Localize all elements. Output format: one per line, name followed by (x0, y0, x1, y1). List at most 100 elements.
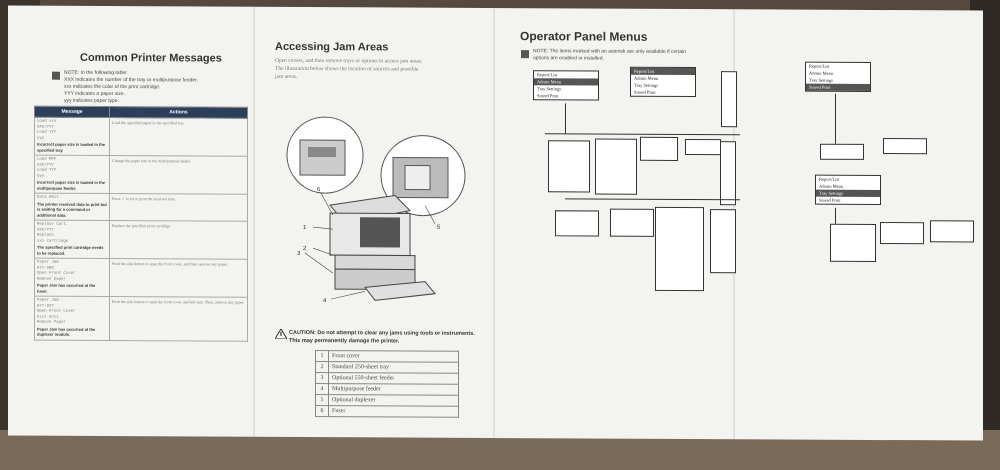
pcl-submenu (655, 206, 704, 292)
connector-line (835, 93, 836, 144)
part-number: 6 (315, 405, 329, 417)
tray1-submenu (880, 222, 924, 245)
intro-text: Open covers, and then remove trays or op… (275, 57, 423, 80)
main-menu: Report/List Admin Menu Tray Settings Sto… (805, 61, 871, 92)
wireless-submenu (595, 138, 637, 195)
part-number: 4 (315, 383, 329, 395)
part-label: Standard 250-sheet tray (328, 361, 459, 374)
part-label: Fuser (328, 405, 459, 418)
main-menu: Report/List Admin Menu Tray Settings Sto… (630, 66, 696, 98)
callout-line (424, 205, 436, 224)
message-description: The specified print cartridge needs to b… (37, 244, 104, 256)
mpf-submenu (830, 223, 876, 262)
callout-5: 5 (437, 225, 441, 231)
note-icon (521, 50, 529, 59)
callout-2: 2 (303, 246, 307, 252)
panel-operator-panel-menus: Operator Panel Menus NOTE: The items mar… (495, 8, 740, 439)
tray2-submenu (930, 220, 974, 243)
note-text: NOTE: The items marked with an asterisk … (533, 48, 687, 62)
callout-line (320, 192, 334, 216)
maintenance-submenu (710, 209, 736, 274)
fuser-detail (299, 139, 346, 176)
proof-print-submenu (883, 138, 927, 155)
action-cell: Press ✓ to force print the received data… (109, 193, 248, 222)
panel-operator-panel-menus-continued: Report/List Admin Menu Tray Settings Sto… (735, 9, 983, 440)
usb-submenu (685, 138, 721, 156)
menu-item-stored-print[interactable]: Stored Print (537, 93, 559, 99)
fuser-detail-part (308, 147, 336, 158)
part-number: 2 (315, 361, 329, 373)
menu-item-stored-print[interactable]: Stored Print (806, 83, 870, 91)
note-icon (52, 71, 60, 80)
action-cell: Replace the specified print cartridge. (109, 220, 248, 260)
callout-1: 1 (303, 225, 307, 231)
column-header-message: Message (34, 106, 110, 118)
action-cell: Load the specified paper in the specifie… (109, 117, 248, 157)
part-label: Optional 550-sheet feeder (328, 372, 459, 385)
callout-line (304, 252, 334, 274)
main-menu: Report/List Admin Menu Tray Settings Sto… (533, 70, 599, 101)
callout-line (312, 226, 334, 230)
part-label: Optional duplexer (328, 394, 459, 407)
printer-illustration: 1 2 3 4 5 6 (286, 116, 466, 304)
action-cell: Push the side button to open the front c… (109, 296, 248, 341)
panel-common-printer-messages: Common Printer Messages NOTE: In the fol… (8, 5, 253, 436)
menu-item-stored-print[interactable]: Stored Print (634, 89, 656, 95)
callout-line (312, 247, 334, 256)
part-number: 1 (315, 350, 329, 362)
connector-line (565, 198, 740, 201)
panel-accessing-jam-areas: Accessing Jam Areas Open covers, and the… (255, 7, 493, 438)
print-settings-submenu (610, 208, 654, 237)
standard-tray (334, 254, 416, 271)
column-header-actions: Actions (109, 106, 248, 119)
network-submenu (548, 140, 590, 193)
system-settings-submenu (720, 141, 736, 206)
connector-line (565, 103, 566, 134)
panel-title: Accessing Jam Areas (275, 40, 389, 54)
callout-6: 6 (317, 187, 321, 193)
parallel-submenu (640, 136, 678, 161)
callout-3: 3 (297, 251, 301, 257)
message-description: The printer received data to print but i… (37, 201, 107, 218)
panel-settings-submenu (555, 210, 599, 237)
main-menu: Report/List Admin Menu Tray Settings Sto… (815, 174, 881, 206)
action-cell: Push the side button to open the front c… (109, 258, 248, 298)
caution-text: CAUTION: Do not attempt to clear any jam… (289, 329, 475, 345)
secure-print-submenu (820, 143, 864, 160)
duplexer-detail-part (404, 165, 431, 191)
panel-title: Operator Panel Menus (520, 29, 648, 44)
part-label: Multipurpose feeder (328, 383, 459, 396)
part-number: 5 (315, 394, 329, 406)
message-description: Incorrect paper size is loaded in the sp… (37, 141, 106, 153)
message-description: Paper Jam has occurred at the fuser. (37, 282, 96, 294)
menu-item-stored-print[interactable]: Stored Print (819, 197, 841, 203)
caution-icon (275, 328, 287, 339)
message-description: Incorrect paper size is loaded in the mu… (37, 179, 106, 191)
part-label: Front cover (328, 350, 459, 363)
connector-line (545, 133, 740, 136)
front-cover-panel (360, 217, 400, 248)
message-description: Paper Jam has occurred at the duplexer m… (37, 326, 96, 337)
multipurpose-feeder (364, 281, 436, 301)
part-number: 3 (315, 372, 329, 384)
note-text: NOTE: In the following table: XXX indica… (64, 69, 198, 105)
callout-4: 4 (323, 298, 327, 304)
